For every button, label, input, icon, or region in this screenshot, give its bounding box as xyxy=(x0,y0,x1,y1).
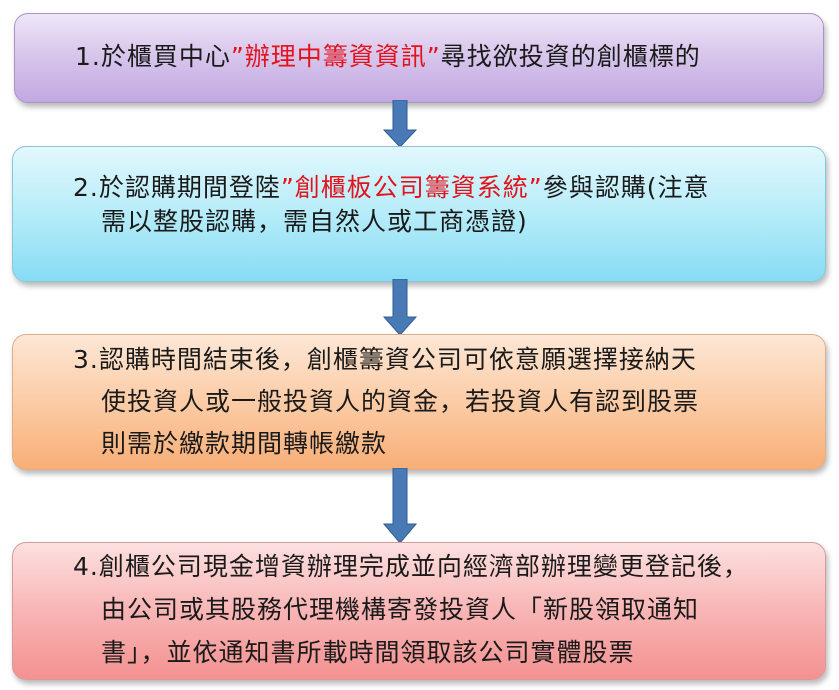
step-2-box: 2.於認購期間登陸”創櫃板公司籌資系統”參與認購(注意 需以整股認購，需自然人或… xyxy=(12,146,826,282)
step-1-emphasis: ”辦理中籌資資訊” xyxy=(230,42,441,71)
step-3-text: 3.認購時間結束後，創櫃籌資公司可依意願選擇接納天 使投資人或一般投資人的資金，… xyxy=(73,339,699,465)
step-3-line-1: 3.認購時間結束後，創櫃籌資公司可依意願選擇接納天 xyxy=(73,345,697,374)
step-1-box: 1.於櫃買中心”辦理中籌資資訊”尋找欲投資的創櫃標的 xyxy=(14,13,824,103)
step-1-text: 1.於櫃買中心”辦理中籌資資訊”尋找欲投資的創櫃標的 xyxy=(75,40,701,74)
step-2-emphasis: ”創櫃板公司籌資系統” xyxy=(280,173,543,202)
down-arrow-icon xyxy=(383,100,417,148)
step-3-line-3: 則需於繳款期間轉帳繳款 xyxy=(101,429,388,458)
down-arrow-icon xyxy=(383,468,417,544)
step-2-text: 2.於認購期間登陸”創櫃板公司籌資系統”參與認購(注意 需以整股認購，需自然人或… xyxy=(73,171,710,239)
step-2-line-2: 需以整股認購，需自然人或工商憑證) xyxy=(101,207,528,236)
step-3-box: 3.認購時間結束後，創櫃籌資公司可依意願選擇接納天 使投資人或一般投資人的資金，… xyxy=(12,334,826,470)
down-arrow-icon xyxy=(383,279,417,336)
step-4-text: 4.創櫃公司現金增資辦理完成並向經濟部辦理變更登記後， 由公司或其股務代理機構寄… xyxy=(73,545,749,674)
step-4-box: 4.創櫃公司現金增資辦理完成並向經濟部辦理變更登記後， 由公司或其股務代理機構寄… xyxy=(12,542,826,680)
step-1-line-1: 1.於櫃買中心”辦理中籌資資訊”尋找欲投資的創櫃標的 xyxy=(75,42,701,71)
step-4-line-2: 由公司或其股務代理機構寄發投資人「新股領取通知 xyxy=(101,595,700,624)
step-4-line-3: 書」，並依通知書所載時間領取該公司實體股票 xyxy=(101,638,635,667)
step-4-line-1: 4.創櫃公司現金增資辦理完成並向經濟部辦理變更登記後， xyxy=(73,552,749,581)
step-2-line-1: 2.於認購期間登陸”創櫃板公司籌資系統”參與認購(注意 xyxy=(73,173,710,202)
step-3-line-2: 使投資人或一般投資人的資金，若投資人有認到股票 xyxy=(101,387,700,416)
